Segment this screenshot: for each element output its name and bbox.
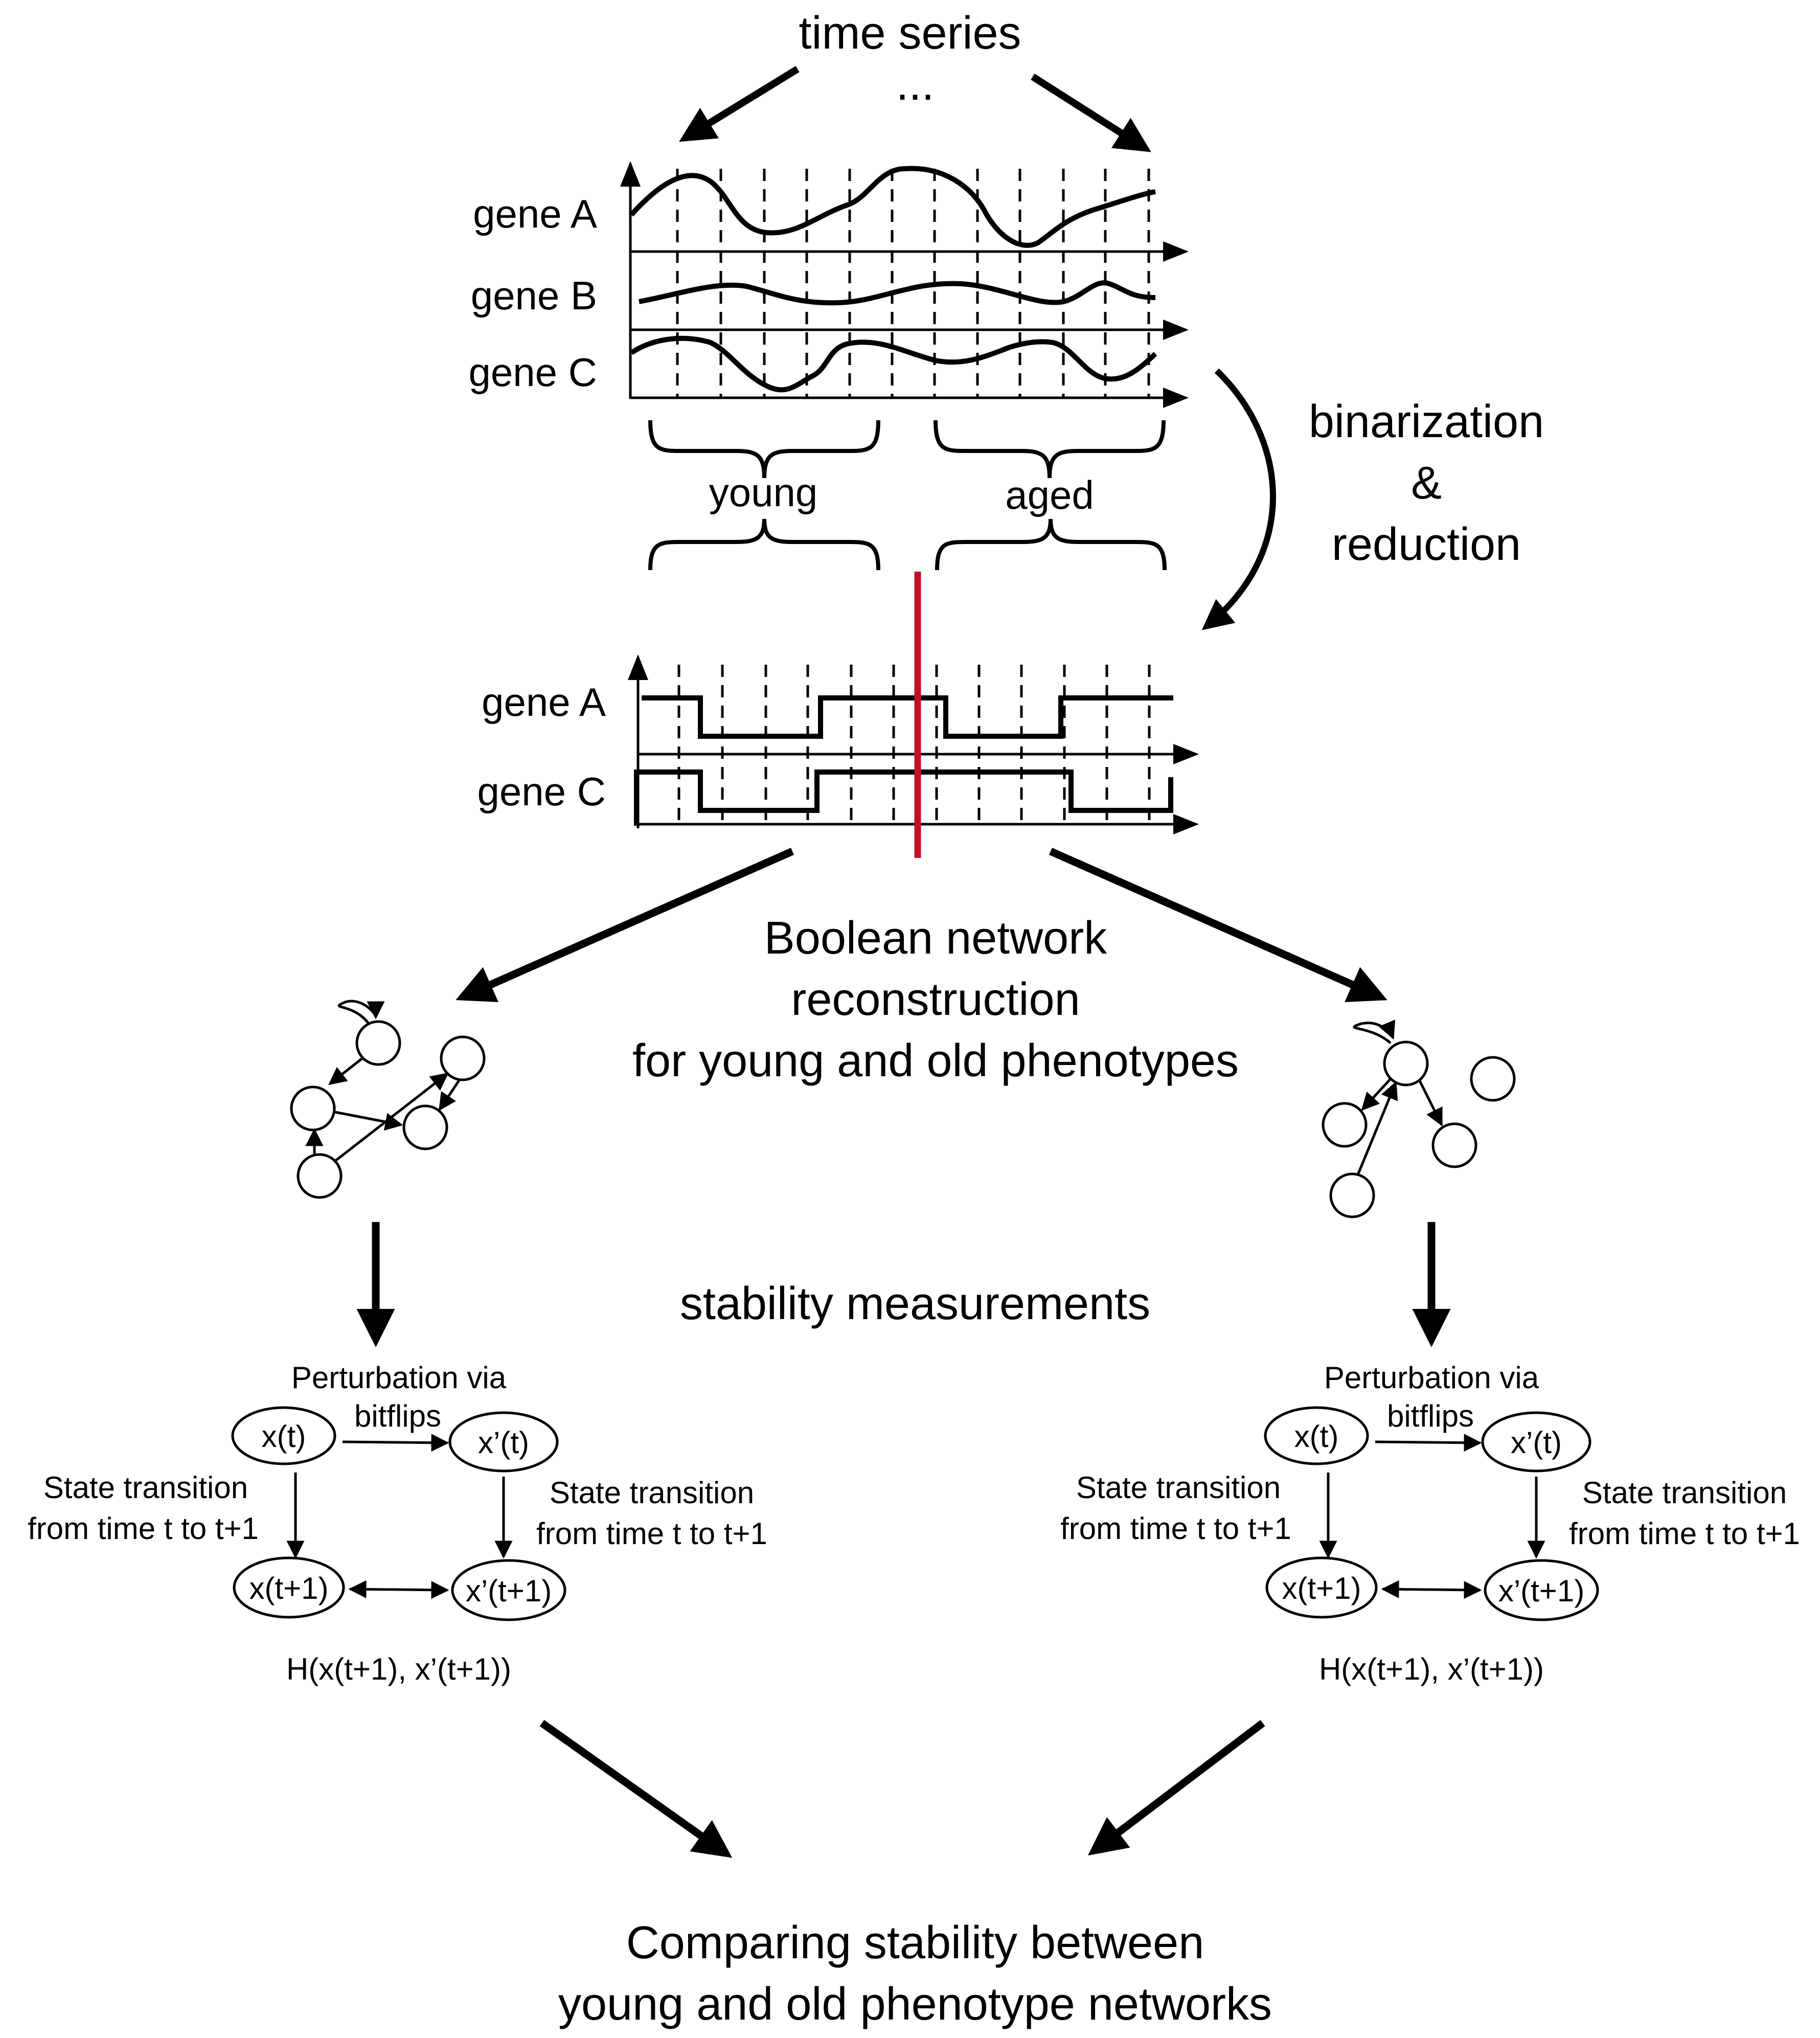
reconstruction-line1: Boolean network	[764, 913, 1107, 964]
old-node-5	[1329, 1172, 1375, 1218]
old-node-1	[1383, 1040, 1429, 1086]
old-node-2	[1470, 1056, 1516, 1102]
old-state-xt-label: x(t)	[1294, 1419, 1339, 1454]
young-state-xt-label: x(t)	[262, 1419, 306, 1454]
old-transition-left-line2: from time t to t+1	[1060, 1511, 1291, 1546]
young-node-3	[290, 1085, 336, 1131]
ellipsis-label: ...	[896, 59, 934, 110]
young-hamming-label: H(x(t+1), x’(t+1))	[286, 1652, 511, 1686]
gene-a-binary-trace	[642, 695, 1173, 739]
young-top-brace	[648, 420, 880, 479]
young-perturbation: Perturbation via bitflips x(t) x’(t) Sta…	[28, 1361, 767, 1686]
old-transition-right-line2: from time t to t+1	[1569, 1516, 1800, 1551]
young-state-xt1-label: x(t+1)	[249, 1571, 328, 1605]
young-state-xt1	[233, 1556, 345, 1619]
young-state-xt	[231, 1406, 336, 1465]
old-hamming-label: H(x(t+1), x’(t+1))	[1319, 1652, 1544, 1686]
gene-c-binary-trace	[634, 769, 1173, 826]
young-node-2	[440, 1035, 486, 1081]
young-label: young	[709, 470, 818, 515]
gene-c-label: gene C	[468, 350, 597, 395]
old-node-3	[1322, 1102, 1368, 1148]
young-compare-arrow	[348, 1580, 449, 1599]
old-transition-left-line1: State transition	[1076, 1470, 1281, 1505]
stability-title: stability measurements	[680, 1278, 1150, 1329]
old-perturbation: Perturbation via bitflips x(t) x’(t) Sta…	[1060, 1361, 1800, 1686]
gene-a-curve	[629, 166, 1156, 248]
old-to-conclusion-arrow	[1088, 1720, 1265, 1856]
young-edge-1	[328, 1055, 367, 1085]
conclusion-line2: young and old phenotype networks	[558, 1979, 1272, 2030]
old-state-xt1-label: x(t+1)	[1282, 1571, 1361, 1605]
old-network	[1322, 1020, 1516, 1218]
old-edge-2	[1417, 1078, 1443, 1127]
binarization-arrow	[1201, 368, 1276, 630]
aged-bottom-brace	[935, 518, 1167, 571]
young-transition-right-line2: from time t to t+1	[536, 1516, 767, 1551]
young-state-xpt	[448, 1411, 559, 1473]
young-transition-left-line1: State transition	[43, 1470, 248, 1505]
conclusion-line1: Comparing stability between	[626, 1917, 1204, 1968]
young-edge-4	[331, 1072, 449, 1164]
young-state-xpt-label: x’(t)	[478, 1425, 529, 1460]
old-state-xt	[1264, 1406, 1369, 1465]
gene-a-label: gene A	[473, 191, 597, 236]
young-node-4	[402, 1104, 448, 1150]
young-network	[290, 1000, 486, 1199]
aged-top-brace	[934, 420, 1166, 479]
young-transition-right-line1: State transition	[550, 1476, 754, 1510]
old-state-xpt1-label: x’(t+1)	[1498, 1574, 1584, 1608]
aged-label: aged	[1005, 472, 1094, 517]
young-edge-5	[438, 1078, 462, 1111]
young-bottom-brace	[648, 518, 880, 571]
young-node-1	[355, 1020, 401, 1066]
time-series-title: time series	[799, 8, 1021, 59]
arrow-to-young-network	[456, 848, 794, 1003]
old-state-xpt-label: x’(t)	[1511, 1425, 1562, 1460]
time-markers	[676, 169, 1150, 398]
young-edge-2	[334, 1111, 403, 1131]
binary-gene-c-label: gene C	[477, 769, 606, 814]
old-compare-arrow	[1381, 1580, 1482, 1599]
young-perturbation-heading: Perturbation via	[291, 1361, 507, 1395]
reconstruction-line2: reconstruction	[791, 974, 1080, 1025]
old-state-xpt1	[1484, 1559, 1599, 1621]
binary-time-markers	[677, 665, 1151, 824]
ampersand-label: &	[1411, 458, 1442, 509]
young-node-5	[297, 1153, 343, 1199]
gene-b-label: gene B	[471, 273, 597, 318]
arrow-to-aged	[1031, 74, 1151, 152]
reconstruction-line3: for young and old phenotypes	[632, 1035, 1239, 1086]
gene-b-curve	[639, 280, 1156, 306]
old-state-xt1	[1265, 1556, 1378, 1619]
young-transition-left-line2: from time t to t+1	[28, 1511, 259, 1546]
old-perturbation-heading: Perturbation via	[1324, 1361, 1539, 1395]
time-series-axes	[620, 161, 1189, 408]
arrow-to-young	[679, 66, 800, 142]
old-state-xpt	[1481, 1411, 1591, 1473]
old-self-loop	[1353, 1020, 1396, 1044]
young-bitflips-label: bitflips	[354, 1399, 441, 1433]
young-state-xpt1	[451, 1559, 566, 1621]
old-bitflips-label: bitflips	[1387, 1399, 1474, 1433]
gene-c-curve	[630, 335, 1157, 393]
reduction-label: reduction	[1332, 519, 1521, 570]
old-bitflip-arrow	[1375, 1434, 1482, 1452]
binarization-label: binarization	[1309, 396, 1544, 447]
young-to-conclusion-arrow	[539, 1719, 733, 1858]
old-transition-right-line1: State transition	[1582, 1476, 1787, 1510]
old-edge-3	[1356, 1081, 1398, 1176]
young-bitflip-arrow	[342, 1434, 449, 1452]
young-state-xpt1-label: x’(t+1)	[466, 1574, 552, 1608]
arrow-to-old-network	[1049, 848, 1387, 1003]
young-self-loop	[337, 1000, 385, 1025]
old-node-4	[1431, 1122, 1477, 1168]
binary-gene-a-label: gene A	[482, 680, 606, 724]
